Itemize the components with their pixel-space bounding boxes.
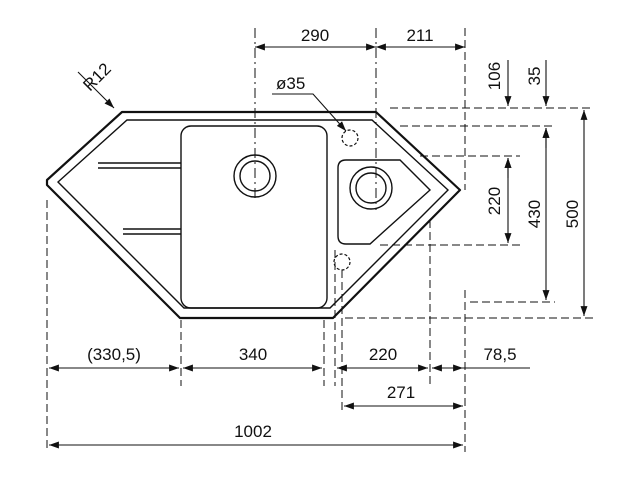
tap-hole-top: [341, 129, 359, 147]
label-radius: R12: [79, 59, 114, 94]
label-78-5: 78,5: [483, 345, 516, 364]
label-290: 290: [301, 26, 329, 45]
label-271: 271: [387, 383, 415, 402]
drainer-grooves: [98, 162, 181, 235]
label-430: 430: [525, 200, 544, 228]
dimension-right-106: 106: [485, 60, 512, 178]
label-340: 340: [239, 345, 267, 364]
label-35: 35: [525, 67, 544, 86]
dimension-overall-1002: 1002: [49, 422, 463, 449]
main-bowl: [180, 125, 328, 309]
dimension-bottom-271: 271: [344, 383, 463, 410]
dimension-right-500: 500: [563, 110, 588, 316]
label-106: 106: [485, 62, 504, 90]
dimension-bottom-330-5: (330,5): [49, 345, 179, 372]
corner-bowl: [337, 159, 432, 245]
extension-lines: [46, 28, 594, 452]
radius-callout: R12: [77, 59, 115, 109]
sink-outer-contour: [45, 110, 462, 320]
hole-diameter-callout: ø35: [272, 74, 347, 132]
dimension-right-35: 35: [525, 60, 550, 148]
dimension-bottom-340: 340: [183, 345, 322, 372]
dimension-right-220: 220: [485, 158, 512, 243]
dimension-top-290: 290: [254, 26, 376, 51]
label-330-5: (330,5): [87, 345, 141, 364]
dimension-right-430: 430: [525, 128, 550, 300]
dimension-bottom-78-5: 78,5: [432, 345, 530, 372]
label-1002: 1002: [234, 422, 272, 441]
dimension-bottom-220: 220: [337, 345, 428, 372]
label-bottom-220: 220: [369, 345, 397, 364]
label-right-220: 220: [485, 187, 504, 215]
label-hole-diameter: ø35: [276, 74, 305, 93]
label-211: 211: [406, 26, 433, 45]
dimension-top-211: 211: [376, 26, 465, 51]
tap-hole-bottom: [333, 253, 351, 271]
label-500: 500: [563, 200, 582, 228]
